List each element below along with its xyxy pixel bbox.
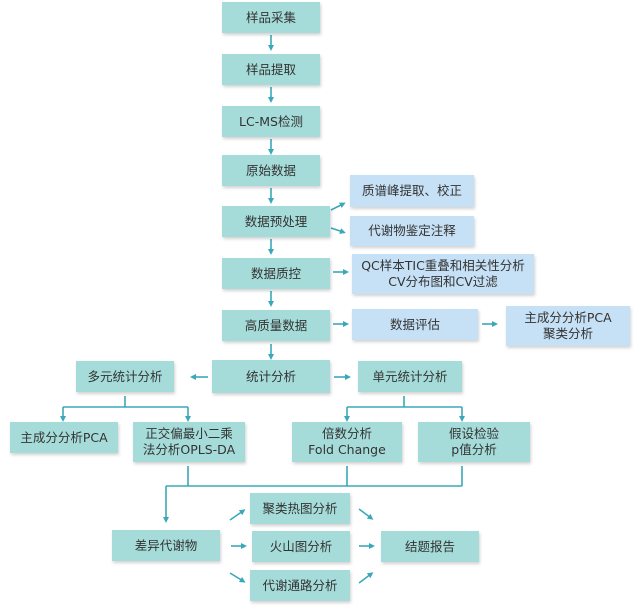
pca-node: 主成分分析PCA xyxy=(10,422,118,453)
pca-clustering-line1: 主成分分析PCA xyxy=(524,310,612,325)
hypothesis-test-node: 假设检验 p值分析 xyxy=(418,422,530,462)
bracket-merge xyxy=(166,466,463,487)
metabolite-annotation-label: 代谢物鉴定注释 xyxy=(368,223,456,238)
high-quality-data-label: 高质量数据 xyxy=(244,317,308,333)
sample-extraction-label: 样品提取 xyxy=(245,61,296,77)
pca-label: 主成分分析PCA xyxy=(20,429,108,445)
qc-details-line2: CV分布图和CV过滤 xyxy=(388,274,498,289)
quality-control-node: 数据质控 xyxy=(222,258,330,289)
pathway-analysis-node: 代谢通路分析 xyxy=(250,570,350,601)
arrow-preprocessing-to-annotation xyxy=(330,227,346,234)
quality-control-label: 数据质控 xyxy=(250,265,301,281)
sample-collection-node: 样品采集 xyxy=(222,2,320,33)
fold-change-line1: 倍数分析 xyxy=(321,426,372,441)
oplsda-node: 正交偏最小二乘 法分析OPLS-DA xyxy=(133,422,245,462)
arrow-differential-to-pathway xyxy=(229,572,246,583)
arrow-pathway-to-report xyxy=(358,572,374,584)
preprocessing-label: 数据预处理 xyxy=(244,213,308,229)
fold-change-node: 倍数分析 Fold Change xyxy=(292,422,402,462)
raw-data-label: 原始数据 xyxy=(245,162,296,178)
multivariate-node: 多元统计分析 xyxy=(76,361,174,392)
lcms-detection-node: LC-MS检测 xyxy=(222,106,320,137)
data-evaluation-label: 数据评估 xyxy=(389,316,440,332)
volcano-plot-label: 火山图分析 xyxy=(269,538,333,554)
differential-metabolites-label: 差异代谢物 xyxy=(134,537,198,553)
univariate-label: 单元统计分析 xyxy=(372,368,448,384)
peak-extraction-node: 质谱峰提取、校正 xyxy=(350,175,474,207)
pca-clustering-line2: 聚类分析 xyxy=(542,326,593,341)
cluster-heatmap-node: 聚类热图分析 xyxy=(250,493,350,524)
report-node: 结题报告 xyxy=(381,531,479,562)
statistical-analysis-node: 统计分析 xyxy=(212,360,330,393)
data-evaluation-node: 数据评估 xyxy=(352,309,478,340)
cluster-heatmap-label: 聚类热图分析 xyxy=(262,500,338,516)
qc-details-node: QC样本TIC重叠和相关性分析 CV分布图和CV过滤 xyxy=(352,254,534,294)
oplsda-line1: 正交偏最小二乘 xyxy=(145,426,233,441)
sample-extraction-node: 样品提取 xyxy=(222,54,320,85)
fold-change-line2: Fold Change xyxy=(308,442,386,457)
lcms-detection-label: LC-MS检测 xyxy=(239,113,303,129)
arrow-preprocessing-to-peaks xyxy=(330,202,346,211)
hypothesis-test-line1: 假设检验 xyxy=(448,426,499,441)
oplsda-line2: 法分析OPLS-DA xyxy=(142,442,236,457)
differential-metabolites-node: 差异代谢物 xyxy=(112,530,220,561)
arrow-heatmap-to-report xyxy=(358,508,374,520)
multivariate-label: 多元统计分析 xyxy=(87,368,163,384)
univariate-node: 单元统计分析 xyxy=(358,361,462,392)
statistical-analysis-label: 统计分析 xyxy=(245,368,296,384)
preprocessing-node: 数据预处理 xyxy=(222,206,330,237)
volcano-plot-node: 火山图分析 xyxy=(252,531,350,562)
raw-data-node: 原始数据 xyxy=(222,155,320,186)
sample-collection-label: 样品采集 xyxy=(245,9,296,25)
arrow-differential-to-heatmap xyxy=(229,509,246,521)
pca-clustering-node: 主成分分析PCA 聚类分析 xyxy=(506,306,630,346)
pathway-analysis-label: 代谢通路分析 xyxy=(262,577,338,593)
high-quality-data-node: 高质量数据 xyxy=(222,310,330,341)
metabolite-annotation-node: 代谢物鉴定注释 xyxy=(350,216,474,246)
peak-extraction-label: 质谱峰提取、校正 xyxy=(361,183,462,198)
bracket-multivariate xyxy=(63,396,188,408)
report-label: 结题报告 xyxy=(404,538,455,554)
bracket-univariate xyxy=(347,396,462,408)
qc-details-line1: QC样本TIC重叠和相关性分析 xyxy=(361,258,525,273)
hypothesis-test-line2: p值分析 xyxy=(451,442,497,457)
